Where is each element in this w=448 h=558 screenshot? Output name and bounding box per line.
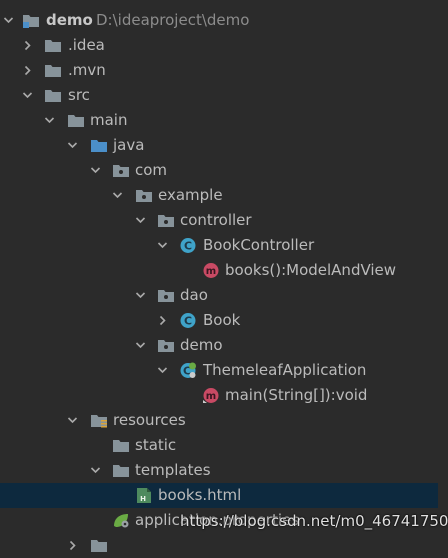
tree-node-label: ThemeleafApplication [203,361,367,379]
svg-text:H: H [140,495,146,503]
tree-node-mvn[interactable]: .mvn [0,58,438,83]
folder-icon [68,115,84,127]
tree-node-book-controller[interactable]: C BookController [0,233,438,258]
tree-node-label: com [135,161,168,179]
spring-properties-icon [114,514,129,528]
chevron-down-icon[interactable] [135,290,146,301]
folder-icon [91,540,107,552]
tree-node-label: books():ModelAndView [225,261,397,279]
tree-node-src[interactable]: src [0,83,438,108]
chevron-down-icon[interactable] [44,115,55,126]
tree-node-label: demo [46,11,93,29]
chevron-right-icon[interactable] [22,65,33,76]
tree-node-label: books.html [158,486,242,504]
tree-node-main[interactable]: main [0,108,438,133]
package-icon [158,290,174,302]
svg-text:m: m [206,391,216,402]
chevron-down-icon[interactable] [157,240,168,251]
chevron-down-icon[interactable] [67,140,78,151]
tree-node-label: .idea [68,36,105,54]
tree-node-templates[interactable]: templates [0,458,438,483]
tree-node-partial[interactable] [0,533,438,558]
svg-text:m: m [206,266,216,277]
tree-node-label: BookController [203,236,315,254]
tree-node-label: static [135,436,177,454]
tree-node-java[interactable]: java [0,133,438,158]
tree-node-application-properties[interactable]: application.properties [0,508,438,533]
folder-icon [45,40,61,52]
project-tree: demo D:\ideaproject\demo .idea .mvn src … [0,8,448,552]
method-icon: m [203,263,219,278]
chevron-down-icon[interactable] [67,415,78,426]
tree-node-resources[interactable]: resources [0,408,438,433]
chevron-down-icon[interactable] [90,465,101,476]
tree-node-static[interactable]: static [0,433,438,458]
chevron-right-icon[interactable] [22,40,33,51]
tree-node-dao[interactable]: dao [0,283,438,308]
class-icon: C [180,313,196,328]
project-path: D:\ideaproject\demo [96,11,250,29]
html-file-icon: H [137,488,151,503]
tree-node-com[interactable]: com [0,158,438,183]
tree-node-label: controller [180,211,252,229]
chevron-down-icon[interactable] [90,165,101,176]
chevron-right-icon[interactable] [157,315,168,326]
tree-node-label: example [158,186,223,204]
package-icon [158,215,174,227]
tree-node-label: .mvn [68,61,106,79]
tree-node-themeleaf-application[interactable]: C ThemeleafApplication [0,358,438,383]
tree-node-label: Book [203,311,241,329]
tree-node-label: templates [135,461,211,479]
package-icon [113,165,129,177]
tree-node-label: demo [180,336,223,354]
tree-node-label: resources [113,411,186,429]
package-icon [136,190,152,202]
chevron-down-icon[interactable] [135,215,146,226]
class-icon: C [180,238,196,253]
tree-node-label: src [68,86,90,104]
chevron-down-icon[interactable] [3,15,14,26]
folder-icon [113,465,129,477]
watermark: https://blog.csdn.net/m0_46741750 [180,512,448,530]
spring-boot-class-icon: C [180,362,196,378]
folder-icon [45,90,61,102]
chevron-down-icon[interactable] [135,340,146,351]
chevron-down-icon[interactable] [112,190,123,201]
tree-node-books-html[interactable]: H books.html [0,483,438,508]
chevron-down-icon[interactable] [157,365,168,376]
chevron-down-icon[interactable] [22,90,33,101]
tree-node-demo-package[interactable]: demo [0,333,438,358]
resources-folder-icon [91,415,107,428]
tree-node-idea[interactable]: .idea [0,33,438,58]
tree-node-books-method[interactable]: m books():ModelAndView [0,258,438,283]
folder-icon [113,440,129,452]
tree-node-controller[interactable]: controller [0,208,438,233]
tree-node-main-method[interactable]: m main(String[]):void [0,383,438,408]
tree-node-label: main [90,111,128,129]
tree-node-label: main(String[]):void [225,386,368,404]
tree-node-label: java [113,136,145,154]
module-folder-icon [23,15,39,28]
tree-node-example[interactable]: example [0,183,438,208]
svg-text:C: C [183,365,191,378]
method-icon: m [203,388,219,403]
chevron-right-icon[interactable] [67,540,78,551]
source-folder-icon [91,140,107,152]
tree-node-demo-root[interactable]: demo D:\ideaproject\demo [0,8,438,33]
tree-node-label: dao [180,286,208,304]
svg-text:C: C [184,315,192,328]
tree-node-book[interactable]: C Book [0,308,438,333]
folder-icon [45,65,61,77]
tree-node-label: application.properties [135,511,300,529]
package-icon [158,340,174,352]
svg-text:C: C [184,240,192,253]
